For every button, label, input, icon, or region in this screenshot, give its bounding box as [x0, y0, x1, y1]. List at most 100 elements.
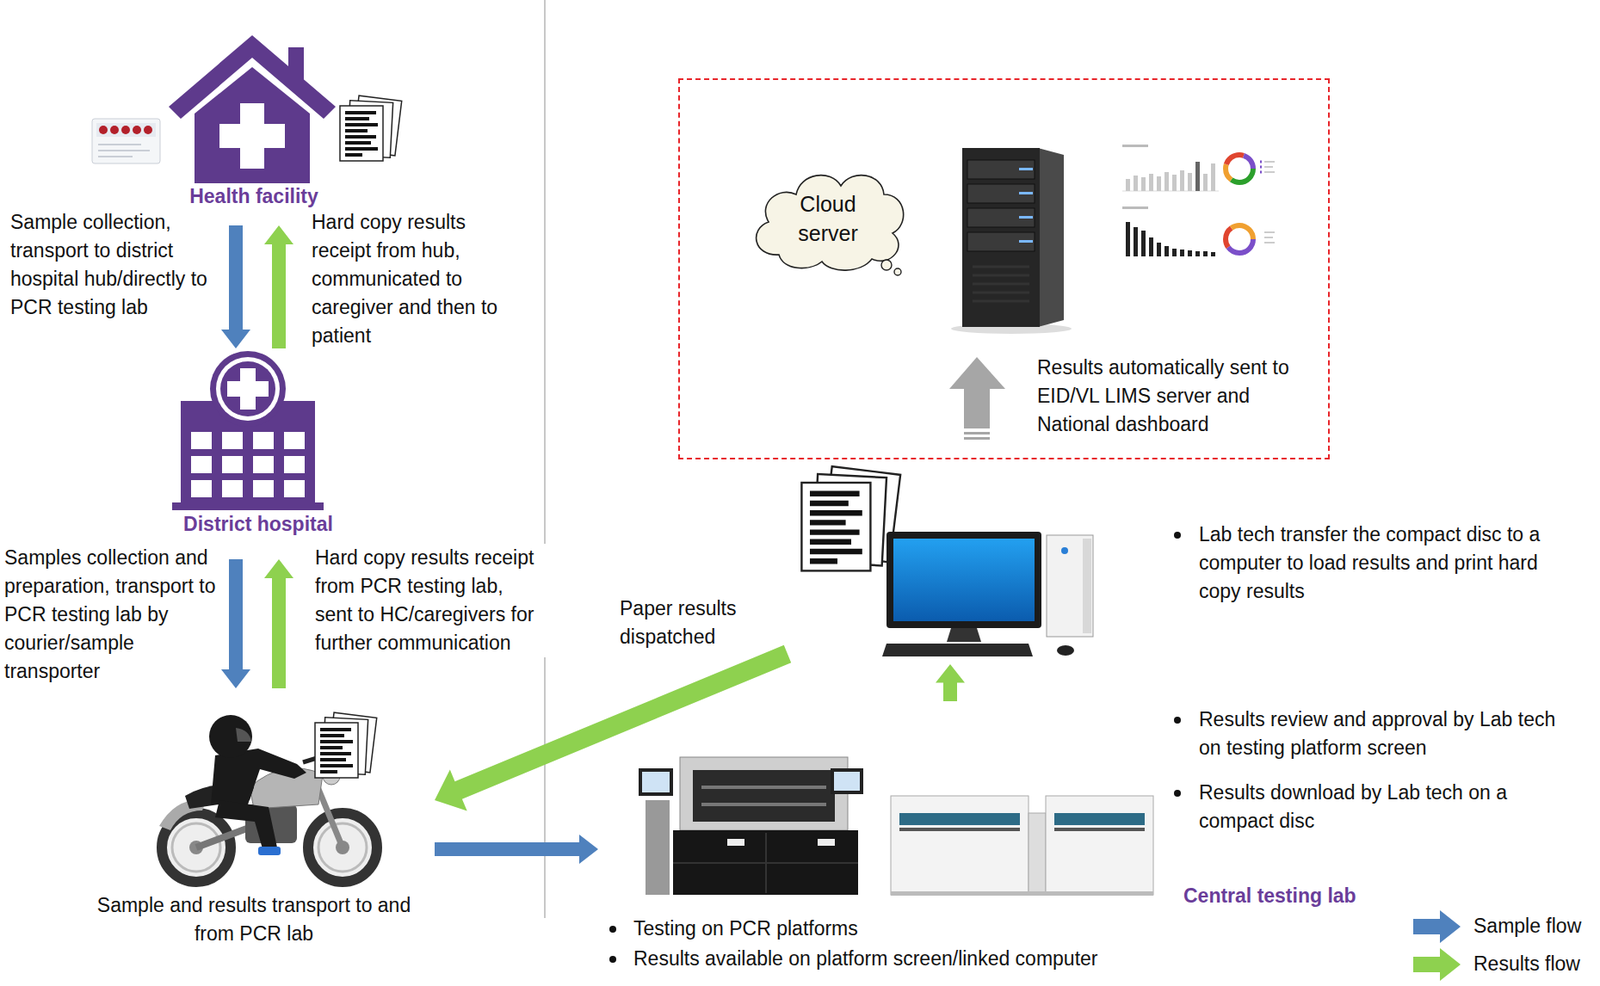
- desktop-computer: [1056, 645, 1075, 656]
- desktop-computer: [1082, 538, 1092, 634]
- facility-node: Health facility: [167, 34, 344, 226]
- dashboard-charts: [1225, 154, 1254, 183]
- dashboard-charts: [1225, 154, 1254, 183]
- sample-card: [110, 125, 119, 135]
- edge-label: Samples collection and preparation, tran…: [4, 543, 220, 686]
- desktop-computer: [882, 643, 1033, 657]
- node-text: Sample and results transport to and from…: [81, 891, 427, 949]
- health-facility-icon: [194, 67, 310, 184]
- desktop-computer: [882, 531, 1094, 657]
- dashboard-charts: [1225, 225, 1254, 254]
- server-tower: [967, 208, 1035, 228]
- node-text: Results available on platform screen/lin…: [633, 945, 1099, 974]
- server-tower: [967, 232, 1035, 252]
- desktop-computer: [886, 531, 1042, 629]
- sample-card: [96, 123, 156, 137]
- edge-label: Hard copy results receipt from hub, comm…: [311, 208, 514, 351]
- flow-arrow: [434, 834, 599, 865]
- district-hospital-icon: [191, 432, 305, 498]
- district-hospital-icon: [284, 432, 305, 450]
- documents-icon: [315, 712, 377, 779]
- bullet-dot: [609, 956, 617, 964]
- node-text: District hospital: [159, 510, 358, 539]
- dashboard-charts: [1195, 161, 1200, 192]
- testing-lab-node: Results review and approval by Lab tech …: [598, 701, 1576, 982]
- upload-arrow: [963, 432, 990, 435]
- district-hospital-icon: [220, 361, 276, 417]
- sample-card: [92, 118, 161, 164]
- server-tower: [1019, 216, 1033, 219]
- cloud-outline: [744, 160, 913, 278]
- pcr-platform: [817, 839, 835, 847]
- pcr-analyzer: [1054, 827, 1145, 832]
- pcr-platform: [673, 833, 859, 894]
- flow-arrow: [221, 225, 251, 349]
- pcr-analyzer: [899, 813, 1020, 826]
- motorbike-rider: [209, 715, 253, 759]
- pcr-platform: [642, 772, 670, 793]
- district-hospital-icon: [253, 480, 274, 498]
- upload-arrow: [949, 357, 1006, 429]
- legend-swatch: [1413, 910, 1461, 944]
- flow-arrow: [264, 559, 294, 689]
- desktop-computer: [946, 628, 982, 643]
- district-hospital-icon: [172, 351, 324, 511]
- legend-swatch: [1413, 948, 1461, 982]
- district-hospital-icon: [216, 357, 280, 421]
- pcr-analyzer: [1028, 813, 1046, 896]
- bullet-dot: [609, 926, 617, 933]
- pcr-platform: [645, 800, 670, 896]
- dashboard-charts: [1122, 144, 1275, 257]
- pcr-platform: [833, 772, 860, 791]
- pcr-platform: [830, 768, 864, 795]
- district-hospital-icon: [191, 432, 212, 450]
- pcr-analyzer: [890, 796, 1029, 896]
- node-text: Lab tech transfer the compact disc to a …: [1198, 520, 1570, 606]
- dashboard-charts: [1122, 144, 1149, 148]
- pcr-platform: [679, 757, 848, 831]
- motorbike-rider: [235, 728, 252, 742]
- computer-node: Lab tech transfer the compact disc to a …: [787, 464, 1576, 665]
- server-tower: [1037, 148, 1064, 328]
- server-tower: [951, 148, 1072, 334]
- district-hospital-icon: [222, 432, 243, 450]
- district-hospital-icon: [253, 456, 274, 474]
- flow-arrow: [935, 664, 965, 702]
- dashboard-charts: [1125, 163, 1216, 192]
- flow-arrow: [264, 225, 294, 349]
- pcr-platform: [701, 787, 827, 805]
- node-text: Cloud server: [784, 189, 872, 248]
- health-facility-icon: [219, 123, 285, 149]
- node-text: Central testing lab: [1183, 882, 1357, 911]
- cloud-shape: Cloud server: [744, 160, 913, 278]
- motorbike-rider: [215, 800, 278, 853]
- pcr-platform: [727, 839, 745, 847]
- dashboard-charts: [1122, 206, 1149, 210]
- dashboard-charts: [1225, 154, 1254, 183]
- cloud-region: Results automatically sent to EID/VL LIM…: [678, 78, 1330, 460]
- pcr-platform: [638, 757, 864, 896]
- district-hospital-icon: [191, 480, 212, 498]
- flow-arrow: [434, 645, 791, 812]
- node-text: Results automatically sent to EID/VL LIM…: [1037, 353, 1313, 439]
- district-hospital-icon: [284, 480, 305, 498]
- health-facility-icon: [288, 47, 304, 84]
- pcr-analyzer: [1045, 796, 1154, 896]
- flow-arrow: [221, 559, 251, 689]
- pcr-platform: [692, 770, 835, 822]
- pcr-analyzer: [899, 827, 1020, 832]
- pcr-platform: [673, 830, 859, 896]
- sample-card: [132, 125, 142, 135]
- pcr-analyzer: [890, 891, 1154, 896]
- server-tower: [1019, 240, 1033, 243]
- desktop-computer: [1061, 547, 1069, 555]
- sample-card: [121, 125, 130, 135]
- district-hospital-icon: [227, 381, 269, 397]
- bullet-dot: [1173, 531, 1181, 539]
- pcr-platform: [638, 768, 674, 797]
- pcr-analyzer: [890, 796, 1154, 896]
- district-hospital-icon: [253, 432, 274, 450]
- thought-bubble: [894, 268, 902, 276]
